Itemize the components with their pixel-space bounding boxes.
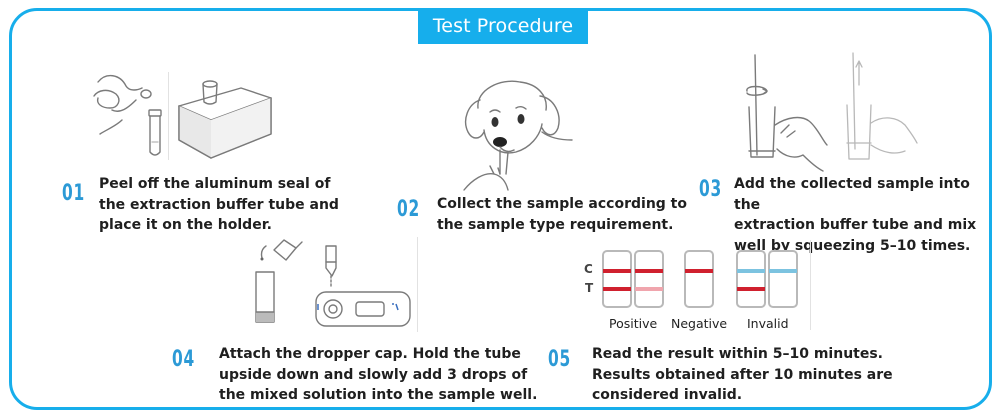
step-1-text: Peel off the aluminum seal of the extrac… bbox=[99, 174, 339, 236]
step-3-number: 03 bbox=[699, 177, 723, 202]
dog-icon bbox=[463, 80, 573, 191]
control-line-red bbox=[685, 269, 713, 273]
step-3-line-3: well by squeezing 5–10 times. bbox=[734, 237, 971, 254]
control-line-label: C bbox=[584, 262, 593, 276]
illustration-divider bbox=[168, 72, 169, 160]
step-1-number: 01 bbox=[62, 181, 86, 206]
control-line-blue bbox=[769, 269, 797, 273]
tube-holder-box-icon bbox=[178, 80, 272, 159]
peel-seal-icon bbox=[93, 75, 162, 156]
step-5-number: 05 bbox=[548, 347, 572, 372]
invalid-label: Invalid bbox=[747, 316, 789, 331]
positive-label: Positive bbox=[609, 316, 658, 331]
step-4-line-1: Attach the dropper cap. Hold the tube bbox=[219, 346, 521, 362]
control-line-red bbox=[603, 269, 631, 273]
result-strip-positive-2 bbox=[634, 250, 664, 308]
control-line-blue bbox=[737, 269, 765, 273]
test-line-red bbox=[603, 287, 631, 291]
result-strip-negative-1 bbox=[684, 250, 714, 308]
negative-label: Negative bbox=[671, 316, 728, 331]
step-3-text: Add the collected sample into the extrac… bbox=[734, 174, 1000, 256]
step-3-line-2: extraction buffer tube and mix bbox=[734, 217, 977, 233]
step-4-line-3: the mixed solution into the sample well. bbox=[219, 387, 538, 403]
illustration-divider bbox=[810, 240, 811, 330]
control-line-red bbox=[635, 269, 663, 273]
step-4-number: 04 bbox=[172, 347, 196, 372]
step-5-line-3: considered invalid. bbox=[592, 387, 743, 403]
swab-mixing-icon bbox=[746, 52, 918, 172]
test-line-red bbox=[737, 287, 765, 291]
step-1-line-3: place it on the holder. bbox=[99, 217, 272, 233]
test-line-faint bbox=[635, 287, 663, 291]
step-2-number: 02 bbox=[397, 197, 421, 222]
step-1-line-1: Peel off the aluminum seal of bbox=[99, 176, 331, 192]
illustration-divider bbox=[417, 237, 418, 332]
result-strip-positive-1 bbox=[602, 250, 632, 308]
result-strip-invalid-2 bbox=[768, 250, 798, 308]
step-3-line-1: Add the collected sample into the bbox=[734, 176, 970, 213]
step-1-line-2: the extraction buffer tube and bbox=[99, 196, 339, 213]
step-2-line-1: Collect the sample according to bbox=[437, 196, 687, 212]
step-2-text: Collect the sample according to the samp… bbox=[437, 194, 687, 235]
page-title: Test Procedure bbox=[418, 8, 588, 44]
result-strip-invalid-1 bbox=[736, 250, 766, 308]
step-4-text: Attach the dropper cap. Hold the tube up… bbox=[219, 344, 537, 406]
test-cassette-icon bbox=[315, 245, 411, 327]
step-5-text: Read the result within 5–10 minutes. Res… bbox=[592, 344, 893, 406]
test-line-label: T bbox=[585, 281, 594, 295]
step-5-line-1: Read the result within 5–10 minutes. bbox=[592, 346, 883, 362]
dropper-cap-icon bbox=[255, 239, 303, 323]
step-4-line-2: upside down and slowly add 3 drops of bbox=[219, 366, 528, 383]
step-5-line-2: Results obtained after 10 minutes are bbox=[592, 366, 893, 383]
step-2-line-2: the sample type requirement. bbox=[437, 216, 674, 233]
